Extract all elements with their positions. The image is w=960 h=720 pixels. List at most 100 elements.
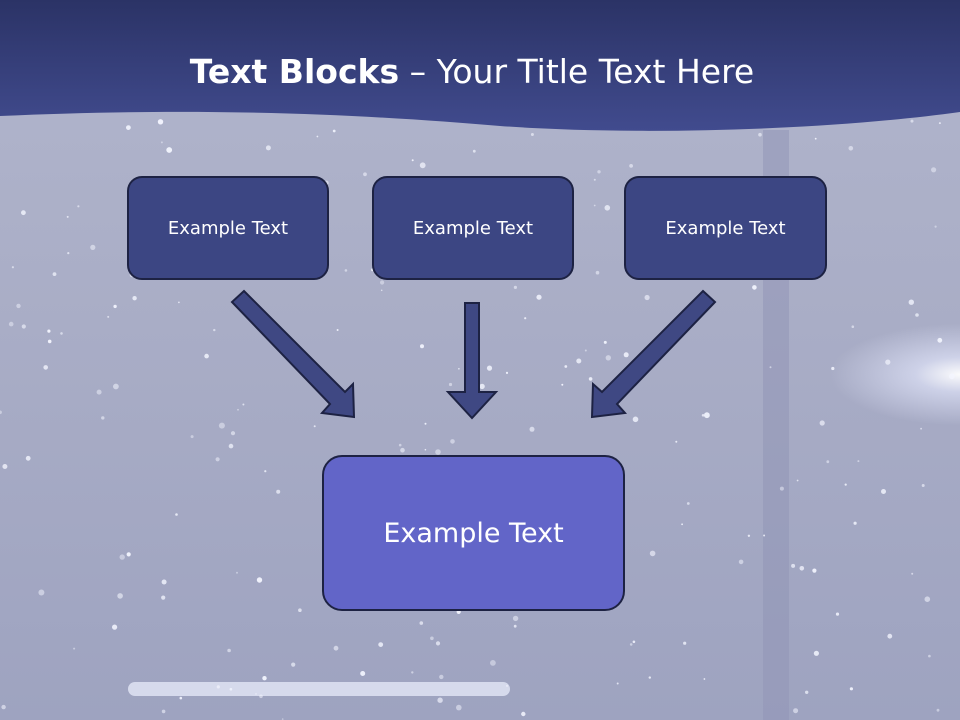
snowflake xyxy=(216,685,220,689)
snowflake xyxy=(450,439,455,444)
snowflake xyxy=(218,422,225,429)
snowflake xyxy=(681,523,683,526)
snowflake xyxy=(456,704,462,711)
snowflake xyxy=(530,133,534,136)
snowflake xyxy=(90,244,96,250)
snowflake xyxy=(814,137,817,140)
snowflake xyxy=(437,697,443,703)
snowflake xyxy=(262,676,267,681)
snowflake xyxy=(400,447,405,453)
snowflake xyxy=(937,337,943,343)
snowflake xyxy=(812,568,817,573)
title-bold: Text Blocks xyxy=(189,52,400,91)
snowflake xyxy=(675,440,678,443)
snowflake xyxy=(513,285,518,289)
snowflake xyxy=(506,684,508,687)
snowflake xyxy=(644,294,650,301)
snowflake xyxy=(831,366,835,371)
snowflake xyxy=(683,641,687,645)
snowflake xyxy=(593,178,596,181)
snowflake xyxy=(885,359,891,365)
snowflake xyxy=(529,426,535,432)
text-block-main-label: Example Text xyxy=(383,517,564,549)
snowflake xyxy=(701,414,705,417)
snowflake xyxy=(344,269,348,272)
snowy-branch-shape xyxy=(128,682,510,696)
snowflake xyxy=(887,633,893,639)
snowflake xyxy=(505,371,509,374)
snowflake xyxy=(826,460,830,464)
text-block-3[interactable]: Example Text xyxy=(624,176,827,280)
snowflake xyxy=(920,427,922,430)
snowflake xyxy=(779,486,784,491)
snowflake xyxy=(73,647,76,650)
snowflake xyxy=(47,339,52,344)
snowflake xyxy=(564,365,568,368)
snowflake xyxy=(96,389,102,395)
snowflake xyxy=(291,662,296,667)
snowflake xyxy=(848,146,854,151)
snowflake xyxy=(264,470,267,473)
snowflake xyxy=(793,708,799,714)
snowflake xyxy=(448,382,453,387)
snowflake xyxy=(686,502,690,505)
snowflake xyxy=(911,572,914,575)
snowflake xyxy=(47,329,51,333)
snowflake xyxy=(924,596,931,602)
text-block-1[interactable]: Example Text xyxy=(127,176,329,280)
snowflake xyxy=(363,172,367,177)
snowflake xyxy=(0,410,2,415)
snowflake xyxy=(910,119,914,123)
snowflake xyxy=(632,640,636,644)
snowflake xyxy=(857,460,860,463)
snowflake xyxy=(332,129,336,133)
snowflake xyxy=(881,489,886,494)
snowflake xyxy=(813,650,820,656)
snowflake xyxy=(378,642,384,647)
snowflake xyxy=(536,294,542,300)
snowflake xyxy=(66,215,69,218)
snowflake xyxy=(1,704,6,710)
snowflake xyxy=(166,147,173,153)
snowflake xyxy=(703,678,706,680)
snowflake xyxy=(595,270,600,275)
snowflake xyxy=(603,340,607,344)
snowflake xyxy=(259,694,263,699)
snowflake xyxy=(479,383,485,390)
snowflake xyxy=(11,266,14,269)
snowflake xyxy=(230,431,236,436)
snowflake xyxy=(113,383,119,390)
snowflake xyxy=(758,132,762,137)
snowflake xyxy=(819,420,825,426)
snowflake xyxy=(117,593,123,599)
snowflake xyxy=(265,145,271,151)
text-block-main[interactable]: Example Text xyxy=(322,455,625,611)
snowflake xyxy=(25,455,31,461)
snowflake xyxy=(799,566,805,571)
snowflake xyxy=(411,671,414,674)
snowflake xyxy=(101,416,105,420)
snowflake xyxy=(38,589,45,596)
snowflake xyxy=(2,464,8,469)
snowflake xyxy=(16,303,21,309)
snowflake xyxy=(161,579,167,585)
snowflake xyxy=(588,377,593,381)
snowflake xyxy=(112,624,118,630)
snowflake xyxy=(380,280,385,285)
text-block-3-label: Example Text xyxy=(665,217,786,239)
snowflake xyxy=(276,489,281,494)
snowflake xyxy=(934,225,937,228)
snowflake xyxy=(629,643,633,646)
snowflake xyxy=(648,676,651,679)
snowflake xyxy=(921,484,925,487)
text-block-2[interactable]: Example Text xyxy=(372,176,574,280)
arrow-right xyxy=(590,289,717,419)
snowflake xyxy=(439,674,444,680)
snowflake xyxy=(512,615,519,622)
snowflake xyxy=(490,660,496,666)
snowflake xyxy=(561,383,564,386)
snowflake xyxy=(161,595,166,600)
snowflake xyxy=(237,408,239,411)
